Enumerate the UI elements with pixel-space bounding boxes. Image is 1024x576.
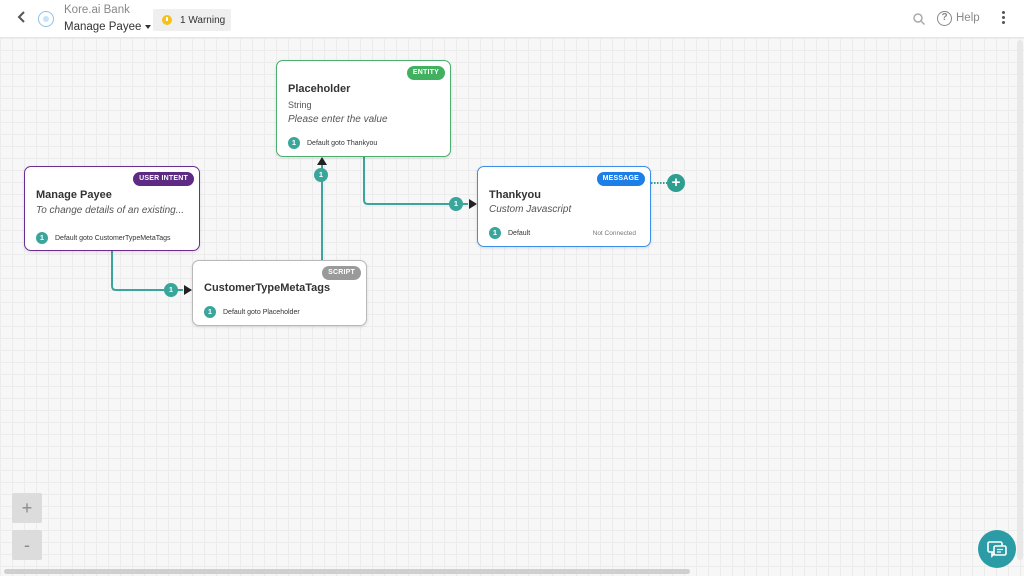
node-type-tag: SCRIPT — [322, 266, 361, 280]
node-title: Manage Payee — [36, 189, 112, 201]
top-bar: Kore.ai Bank Manage Payee 1 Warning ? He… — [0, 0, 1024, 38]
entity-type: String — [288, 100, 312, 110]
connection-number: 1 — [288, 137, 300, 149]
dialog-canvas[interactable] — [0, 38, 1024, 576]
connection-number: 1 — [489, 227, 501, 239]
node-type-tag: MESSAGE — [596, 172, 645, 186]
node-description: Custom Javascript — [489, 204, 572, 215]
connector-badge[interactable]: 1 — [164, 283, 178, 297]
chat-button[interactable] — [978, 530, 1016, 568]
node-message-thankyou[interactable]: MESSAGE Thankyou Custom Javascript 1 Def… — [477, 166, 651, 247]
node-description: To change details of an existing... — [36, 205, 185, 216]
horizontal-scrollbar[interactable] — [4, 569, 690, 574]
node-user-intent-manage-payee[interactable]: USER INTENT Manage Payee To change detai… — [24, 166, 200, 251]
warning-icon — [162, 15, 172, 25]
node-connection[interactable]: 1 Default — [489, 227, 530, 239]
help-label[interactable]: Help — [956, 12, 980, 24]
connection-label: Default goto Placeholder — [223, 308, 300, 316]
connector-badge[interactable]: 1 — [314, 168, 328, 182]
search-icon[interactable] — [912, 12, 926, 26]
help-icon[interactable]: ? — [937, 11, 952, 26]
node-title: CustomerTypeMetaTags — [204, 282, 331, 294]
connection-number: 1 — [36, 232, 48, 244]
zoom-out-button[interactable]: - — [12, 530, 42, 560]
connection-label: Default goto CustomerTypeMetaTags — [55, 234, 171, 242]
connection-label: Default goto Thankyou — [307, 139, 378, 147]
chat-bubble-icon — [987, 541, 1007, 558]
task-name-label: Manage Payee — [64, 21, 142, 33]
bot-logo-icon — [38, 11, 54, 27]
connection-label: Default — [508, 229, 531, 237]
back-arrow-icon[interactable] — [16, 10, 32, 26]
bot-name: Kore.ai Bank — [64, 4, 130, 16]
node-title: Placeholder — [288, 83, 351, 95]
node-script-customertypemetatags[interactable]: SCRIPT CustomerTypeMetaTags 1 Default go… — [192, 260, 367, 326]
node-title: Thankyou — [489, 189, 541, 201]
connection-number: 1 — [204, 306, 216, 318]
entity-prompt: Please enter the value — [288, 114, 388, 125]
node-type-tag: ENTITY — [406, 66, 445, 80]
zoom-in-button[interactable]: + — [12, 493, 42, 523]
node-connection[interactable]: 1 Default goto CustomerTypeMetaTags — [36, 232, 171, 244]
kebab-menu-icon[interactable] — [1000, 11, 1006, 27]
node-connection[interactable]: 1 Default goto Thankyou — [288, 137, 377, 149]
task-selector[interactable]: Manage Payee — [64, 21, 152, 33]
vertical-scrollbar[interactable] — [1017, 40, 1023, 560]
caret-down-icon — [145, 24, 152, 29]
node-connection[interactable]: 1 Default goto Placeholder — [204, 306, 300, 318]
connector-badge[interactable]: 1 — [449, 197, 463, 211]
node-type-tag: USER INTENT — [133, 172, 194, 186]
warning-button[interactable]: 1 Warning — [153, 9, 231, 31]
connection-status: Not Connected — [592, 230, 636, 237]
add-node-button[interactable]: + — [667, 174, 685, 192]
warning-label: 1 Warning — [180, 14, 226, 26]
node-entity-placeholder[interactable]: ENTITY Placeholder String Please enter t… — [276, 60, 451, 157]
